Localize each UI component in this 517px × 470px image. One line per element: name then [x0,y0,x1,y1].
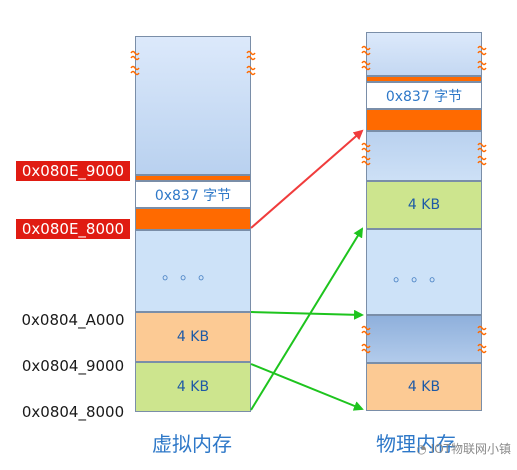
address-label-080e9000: 0x080E_9000 [16,161,130,181]
address-label-08048000: 0x0804_8000 [21,403,125,421]
break-mark [361,343,371,354]
arrow-bytes-mapping [250,129,364,229]
pm-bytes-block [366,82,482,109]
address-label-080e8000: 0x080E_8000 [16,219,130,239]
break-mark [361,155,371,166]
physical-memory-caption: 物理内存 [376,432,456,456]
pm-4kb-block-bottom [366,363,482,411]
break-mark [477,142,487,153]
pm-4kb-block-top [366,181,482,229]
break-mark [130,50,140,61]
pm-ellipsis: 。。。 [392,266,455,285]
break-mark [361,60,371,71]
virtual-memory-caption: 虚拟内存 [152,432,232,456]
vm-ellipsis: 。。。 [161,264,224,283]
pm-ellipsis-region [366,229,482,315]
break-mark [246,50,256,61]
address-label-08049000: 0x0804_9000 [21,357,125,375]
pm-blue-block [366,315,482,363]
watermark: ◔ IOT物联网小镇 [416,440,511,457]
break-mark [361,325,371,336]
arrow-page-8000-to-4kb-top [250,227,364,411]
vm-top-region [135,36,251,175]
vm-4kb-label-top: 4 KB [176,329,210,345]
break-mark [361,142,371,153]
break-mark [477,343,487,354]
arrow-page-a000-mapping [250,309,364,320]
arrow-page-9000-to-4kb-bottom [250,363,364,411]
break-mark [477,45,487,56]
pm-bytes-label: 0x837 字节 [385,88,463,105]
break-mark [361,45,371,56]
pm-4kb-label-bottom: 4 KB [407,379,441,395]
break-mark [130,65,140,76]
pm-top-region [366,32,482,76]
pm-mid-region [366,131,482,181]
watermark-text: IOT物联网小镇 [430,442,511,456]
pm-4kb-label-top: 4 KB [407,197,441,213]
break-marks [130,45,487,354]
break-mark [246,65,256,76]
pm-orange-strip-top [366,76,482,82]
break-mark [477,155,487,166]
vm-ellipsis-region [135,230,251,312]
pm-orange-strip-bottom [366,109,482,131]
vm-4kb-block-top [135,312,251,362]
vm-orange-strip-top [135,175,251,181]
break-mark [477,325,487,336]
vm-orange-strip-bottom [135,208,251,230]
break-mark [477,60,487,71]
vm-bytes-label: 0x837 字节 [154,187,232,204]
vm-4kb-block-bottom [135,362,251,412]
vm-4kb-label-bottom: 4 KB [176,379,210,395]
wechat-icon: ◔ [416,441,427,456]
vm-bytes-block [135,181,251,208]
address-label-0804a000: 0x0804_A000 [21,311,125,329]
